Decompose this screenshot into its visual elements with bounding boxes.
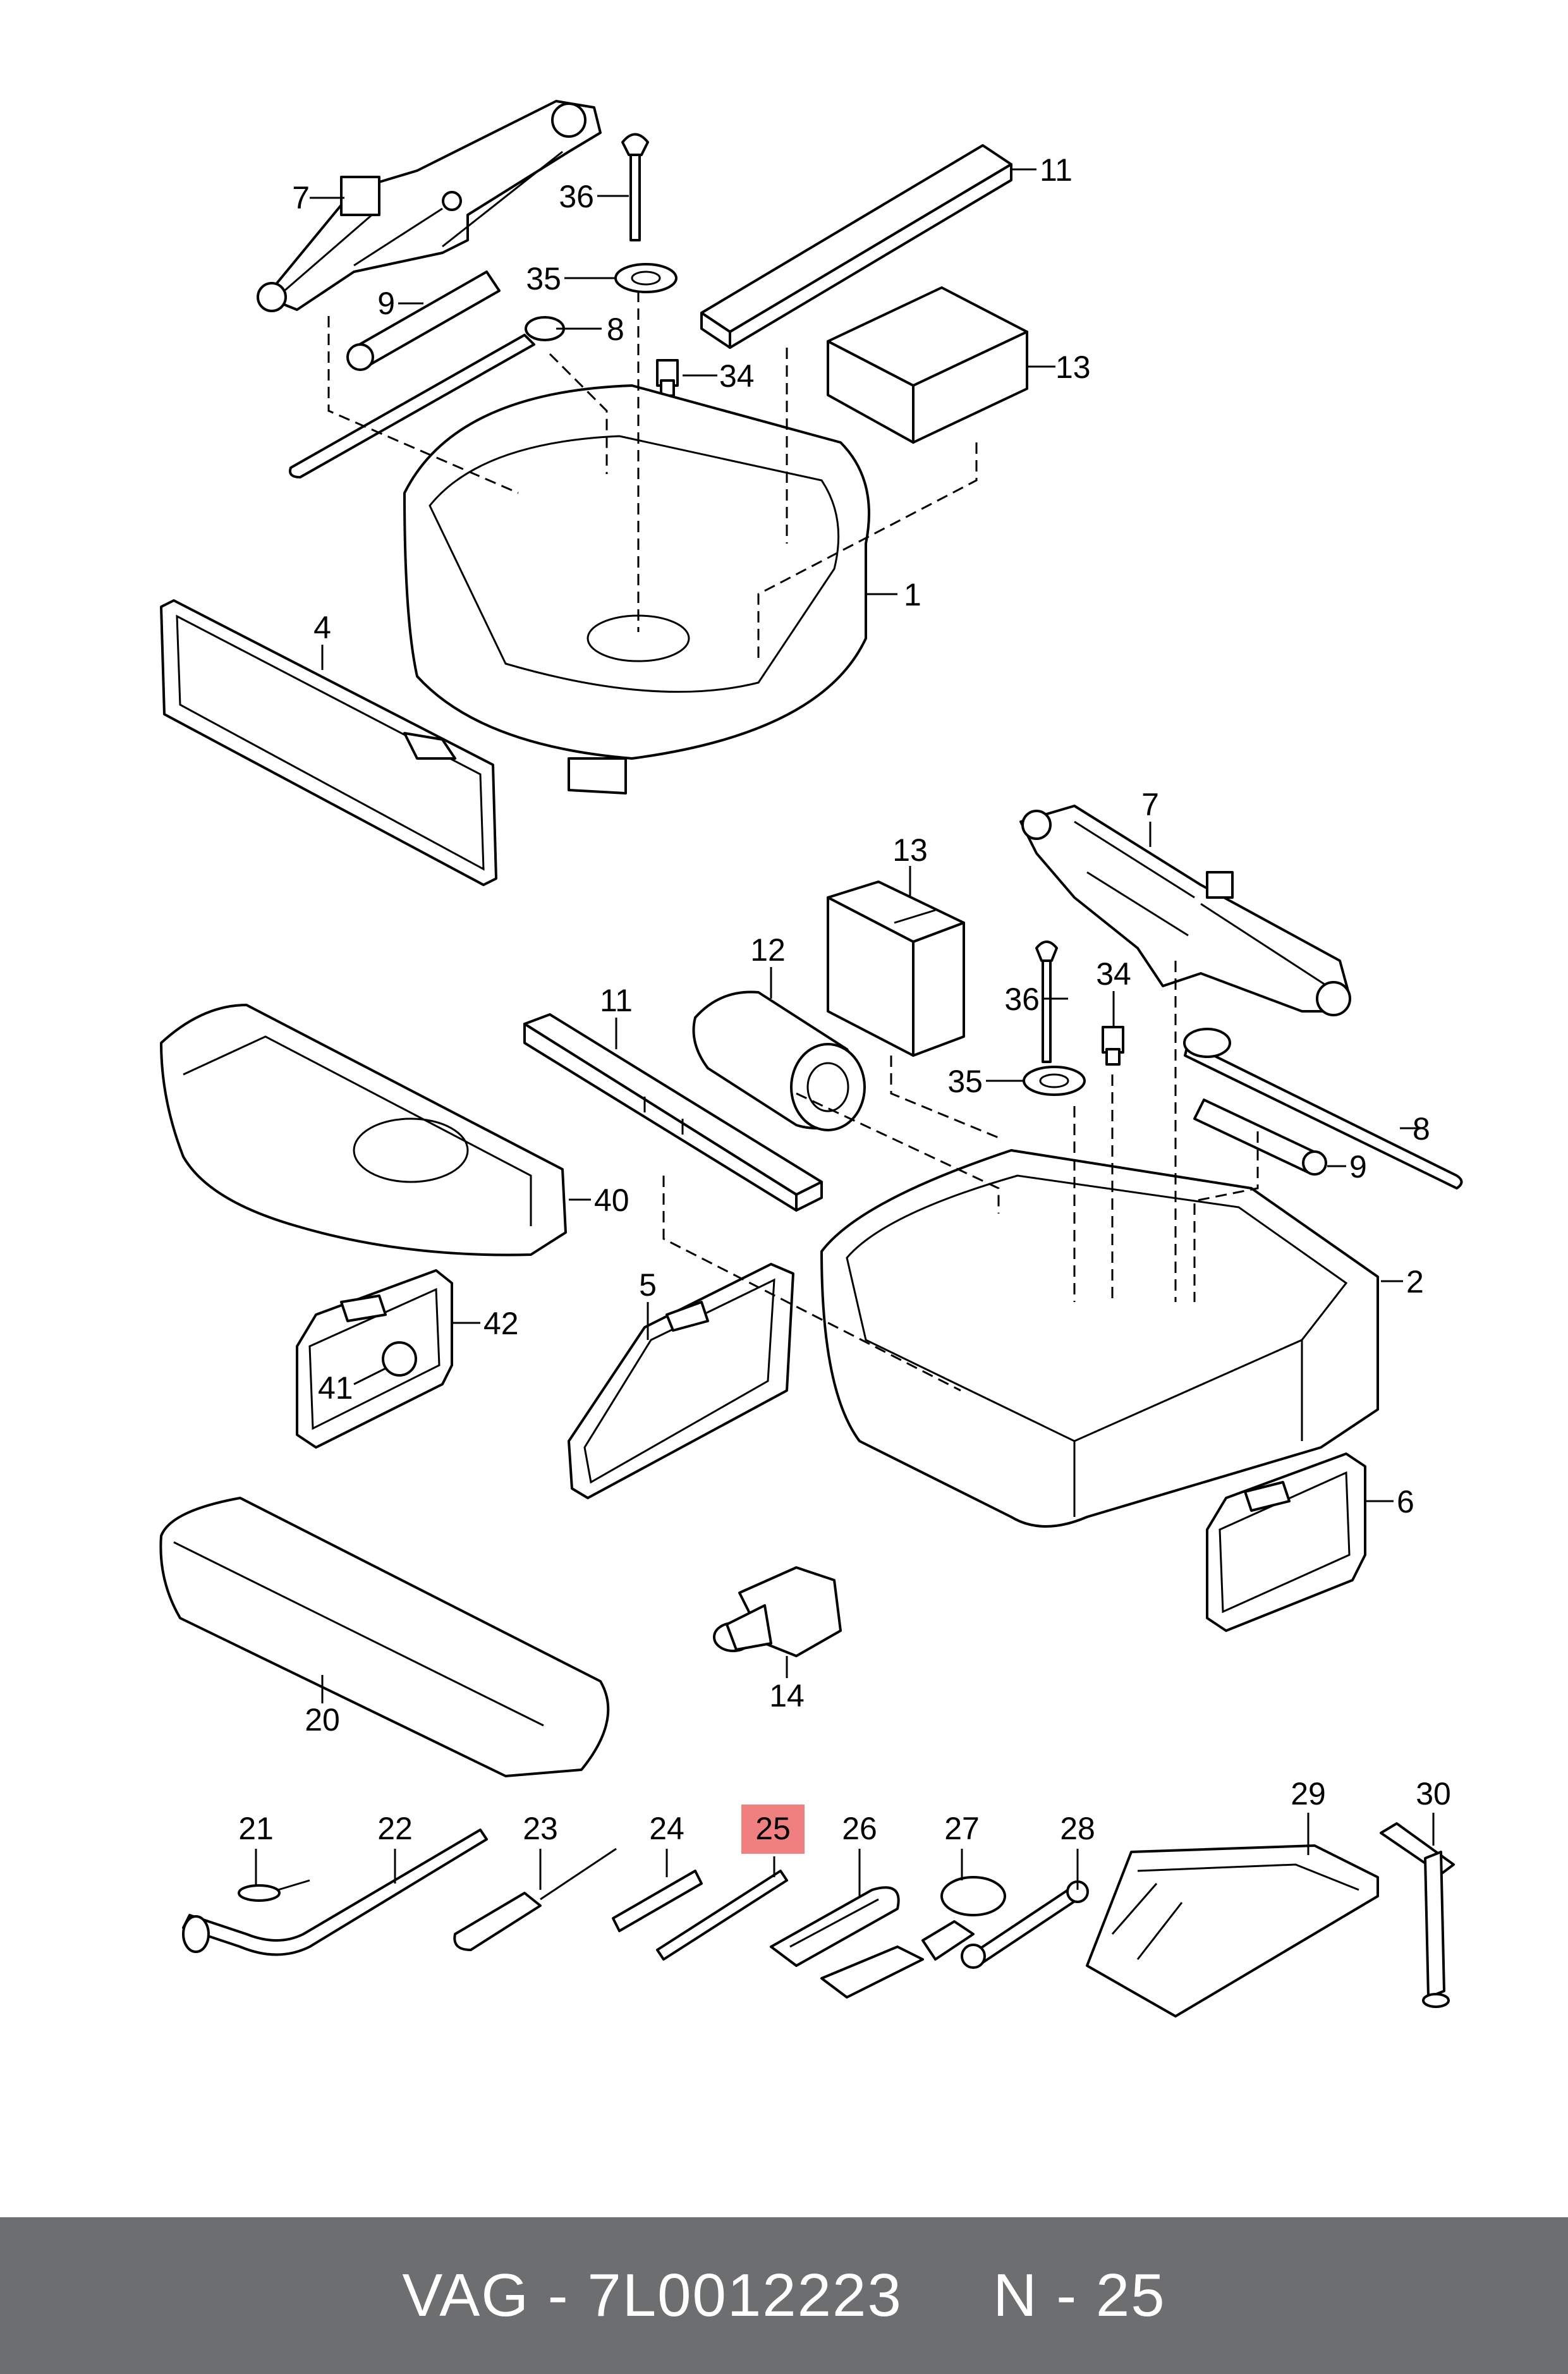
strap-part-8-top (289, 316, 565, 478)
callout-34: 34 (1096, 956, 1131, 992)
callout-25: 25 (755, 1811, 791, 1846)
callout-21: 21 (238, 1811, 274, 1846)
bolt-part-36-top (621, 133, 649, 241)
callout-9: 9 (1349, 1149, 1367, 1184)
callout-35: 35 (947, 1064, 983, 1099)
callout-22: 22 (377, 1811, 413, 1846)
highlight-box (741, 1805, 805, 1854)
callout-20: 20 (305, 1702, 340, 1738)
callout-28: 28 (1060, 1811, 1095, 1846)
tool-part-28 (961, 1880, 1089, 1969)
callout-26: 26 (842, 1811, 877, 1846)
jack-part-7-mid (1019, 805, 1351, 1016)
tool-part-26 (770, 1886, 900, 1967)
box-part-13-top (827, 286, 1028, 444)
callout-35: 35 (526, 261, 561, 296)
tool-part-21 (238, 1879, 310, 1902)
callout-9: 9 (377, 286, 395, 321)
callout-8: 8 (607, 312, 624, 347)
callout-labels: 7 36 35 9 8 34 11 13 1 4 7 13 12 11 36 3… (238, 152, 1451, 1846)
tray-assembly-1 (160, 100, 1028, 886)
tool-part-25 (656, 1870, 788, 1961)
extension-rod-part-9-top (346, 271, 501, 371)
tool-part-24 (612, 1870, 703, 1932)
callout-11: 11 (600, 983, 633, 1018)
callout-42: 42 (483, 1306, 519, 1341)
washer-part-35-top (614, 263, 678, 293)
cover-part-6 (1206, 1452, 1366, 1632)
callout-7: 7 (1141, 787, 1159, 822)
footer-bar: VAG - 7L0012223 N - 25 (0, 2217, 1568, 2374)
part-number-label: VAG - 7L0012223 N - 25 (402, 2261, 1166, 2329)
callout-2: 2 (1406, 1264, 1424, 1300)
callout-6: 6 (1397, 1484, 1414, 1519)
canister-part-12 (692, 990, 866, 1131)
parts-diagram: 7 36 35 9 8 34 11 13 1 4 7 13 12 11 36 3… (159, 100, 1463, 2018)
block-part-11-top (700, 144, 1012, 349)
washer-part-35-mid (1023, 1066, 1086, 1096)
bolt-part-36-mid (1035, 940, 1058, 1063)
callout-12: 12 (750, 932, 786, 968)
callout-36: 36 (559, 179, 594, 214)
tool-part-22 (182, 1829, 488, 1956)
tray-part-2 (820, 1149, 1379, 1528)
callout-36: 36 (1004, 982, 1040, 1017)
callout-1: 1 (904, 577, 921, 612)
callout-29: 29 (1291, 1776, 1326, 1811)
tray-assembly-2 (159, 805, 1463, 1777)
foam-part-20 (159, 1497, 610, 1777)
leader-lines (255, 168, 1435, 1896)
extension-rod-part-9-mid (1193, 1099, 1327, 1176)
tool-part-29 (1086, 1844, 1379, 2018)
callout-34: 34 (719, 358, 755, 394)
callout-4: 4 (313, 610, 331, 645)
jack-part-7-top (257, 100, 602, 312)
box-part-13-mid (827, 880, 965, 1057)
callout-13: 13 (892, 832, 928, 868)
tool-part-30 (1380, 1822, 1455, 2008)
callout-23: 23 (523, 1811, 558, 1846)
callout-27: 27 (944, 1811, 980, 1846)
callout-30: 30 (1416, 1776, 1451, 1811)
callout-13: 13 (1055, 350, 1091, 385)
block-part-11-mid (523, 1013, 823, 1212)
adapter-part-34-mid (1102, 1026, 1124, 1066)
callout-11: 11 (1040, 152, 1073, 188)
cover-part-42 (296, 1269, 453, 1449)
callout-40: 40 (594, 1183, 629, 1218)
adapter-part-14 (713, 1566, 842, 1657)
adapter-part-34-top (656, 359, 679, 397)
callout-8: 8 (1413, 1111, 1430, 1147)
strap-part-8-mid (1183, 1028, 1463, 1190)
tool-part-27 (820, 1876, 1006, 1999)
callout-14: 14 (769, 1678, 805, 1714)
tool-part-23 (453, 1847, 617, 1951)
clip-part-41 (382, 1341, 417, 1377)
callout-7: 7 (292, 180, 310, 216)
callout-5: 5 (639, 1267, 657, 1303)
callout-41: 41 (318, 1370, 353, 1406)
callout-24: 24 (649, 1811, 684, 1846)
cover-part-40 (160, 1004, 567, 1257)
tray-part-1 (403, 384, 870, 794)
cover-part-4 (160, 599, 497, 886)
tool-row (182, 1822, 1455, 2018)
cover-part-5 (568, 1263, 794, 1499)
